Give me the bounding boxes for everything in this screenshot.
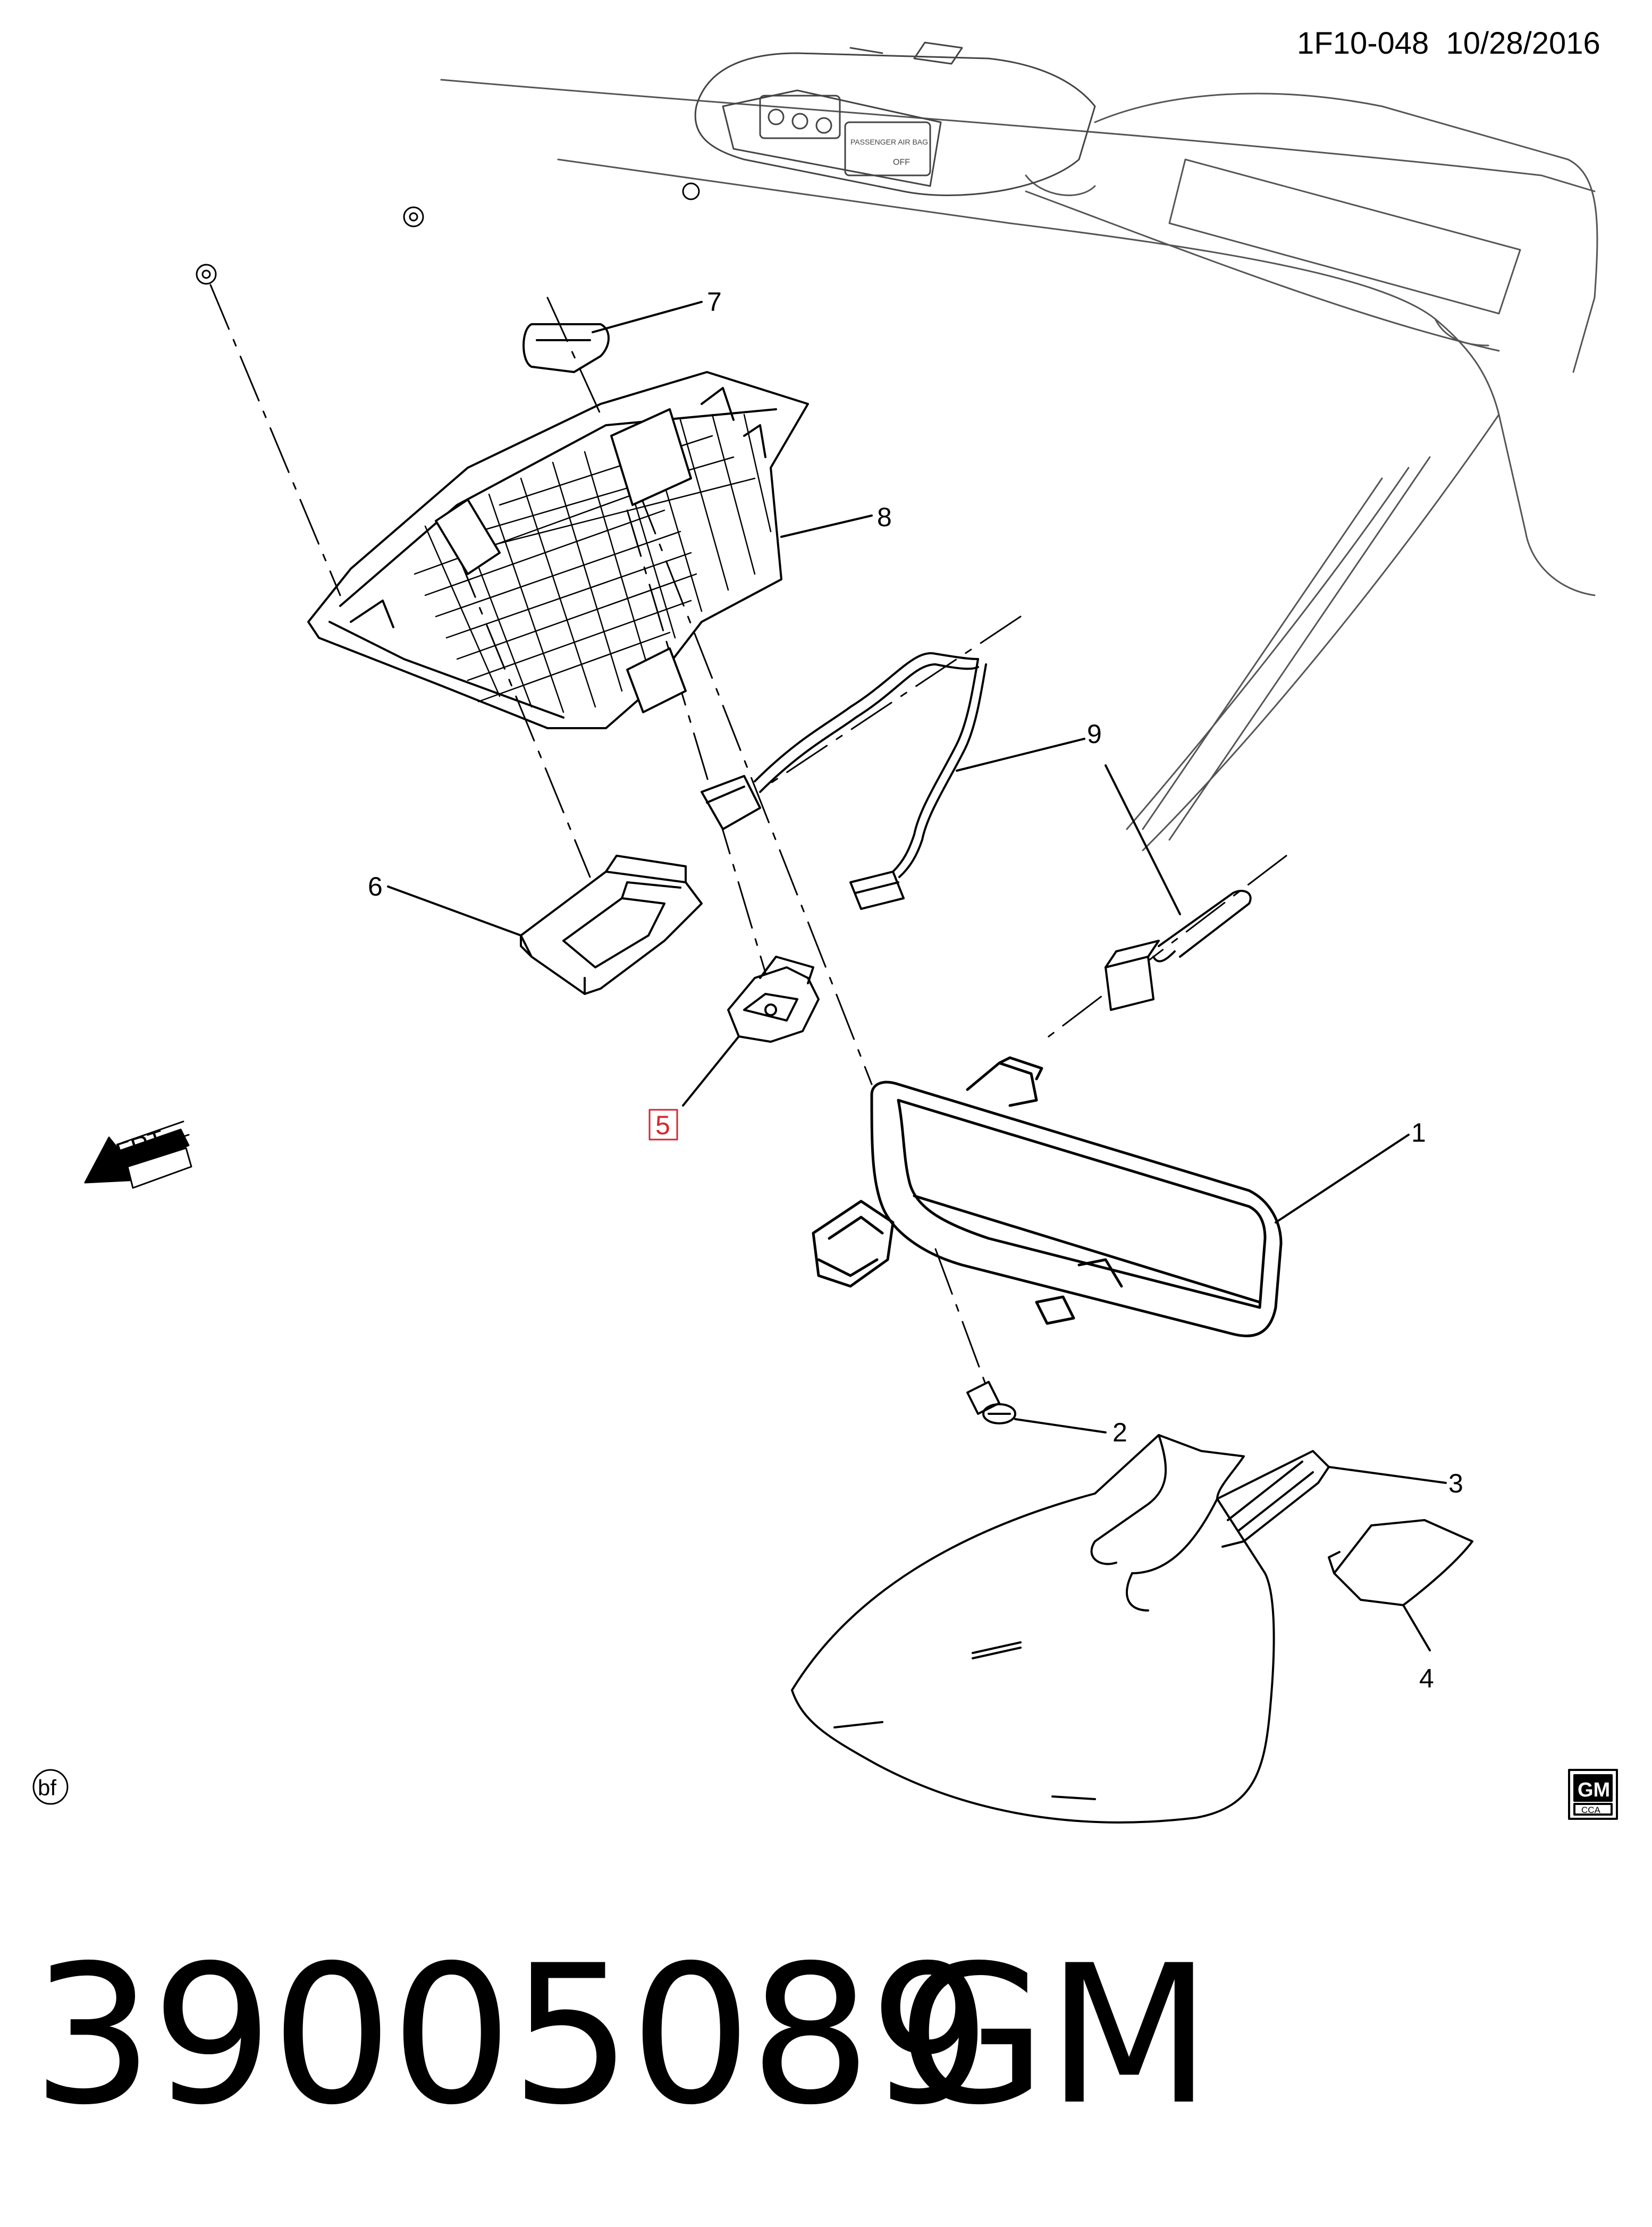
callout-8: 8 bbox=[877, 502, 892, 532]
logo-text-bottom: CCA bbox=[1581, 1805, 1601, 1815]
leader-lines bbox=[387, 301, 1447, 1651]
brand-name: GM bbox=[898, 1924, 1212, 2147]
callout-2: 2 bbox=[1112, 1418, 1127, 1447]
view-marker-label: bf bbox=[38, 1775, 56, 1800]
callout-1: 1 bbox=[1411, 1118, 1426, 1148]
part-1-mirror bbox=[812, 1056, 1283, 1337]
part-8-bracket bbox=[307, 371, 809, 729]
view-marker: bf bbox=[32, 1769, 69, 1805]
diagram-header: 1F10-048 10/28/2016 bbox=[1297, 26, 1600, 61]
callout-4: 4 bbox=[1419, 1664, 1434, 1693]
part-3-cover bbox=[791, 1434, 1330, 1824]
part-9-harness bbox=[701, 652, 1252, 1011]
callout-7: 7 bbox=[707, 287, 722, 317]
overhead-console: PASSENGER AIR BAG OFF bbox=[694, 41, 1096, 196]
assembly-lines bbox=[209, 284, 1287, 1394]
gm-logo: GM CCA bbox=[1568, 1769, 1618, 1820]
headliner bbox=[440, 79, 1598, 851]
part-4-cap bbox=[1328, 1519, 1473, 1606]
part-2-screw bbox=[966, 1381, 1016, 1424]
callout-9: 9 bbox=[1087, 719, 1102, 749]
part-6-housing bbox=[520, 855, 703, 995]
part-number: 39005089 bbox=[32, 1924, 991, 2147]
airbag-label: PASSENGER AIR BAG bbox=[850, 138, 928, 146]
callout-3: 3 bbox=[1448, 1469, 1463, 1498]
front-arrow-icon: FRT bbox=[84, 1120, 192, 1189]
logo-text-top: GM bbox=[1578, 1779, 1610, 1801]
part-5-sensor bbox=[727, 956, 820, 1043]
exploded-view-drawing: PASSENGER AIR BAG OFF bbox=[32, 41, 1618, 1824]
callout-5: 5 bbox=[655, 1110, 670, 1140]
diagram-code: 1F10-048 bbox=[1297, 26, 1429, 61]
diagram-date: 10/28/2016 bbox=[1446, 26, 1600, 61]
part-7-pad bbox=[522, 323, 610, 373]
roof-clips bbox=[196, 182, 700, 285]
airbag-off-label: OFF bbox=[893, 158, 910, 167]
callout-6: 6 bbox=[368, 872, 383, 901]
callout-5-highlight-box bbox=[648, 1109, 678, 1141]
